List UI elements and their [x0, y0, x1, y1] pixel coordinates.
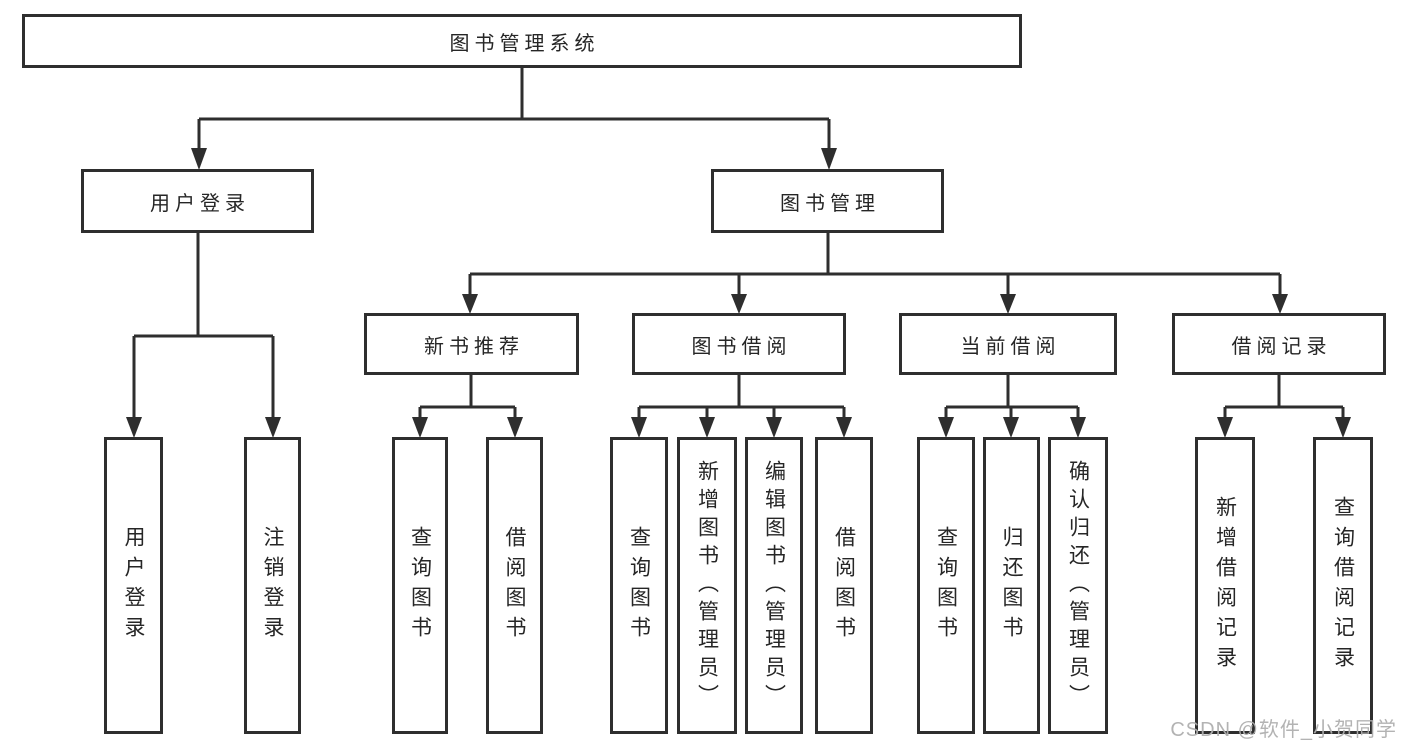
leaf-label: 查询图书: [934, 525, 958, 646]
leaf-add-book-admin: 新增图书（管理员）: [677, 437, 737, 734]
node-book-borrow: 图书借阅: [632, 313, 846, 375]
leaf-label: 归还图书: [1000, 525, 1023, 646]
leaf-return-book: 归还图书: [983, 437, 1040, 734]
leaf-label: 查询图书: [627, 525, 651, 646]
node-borrow-records: 借阅记录: [1172, 313, 1386, 375]
leaf-query-book-recommend: 查询图书: [392, 437, 448, 734]
leaf-label: 注销登录: [261, 525, 284, 646]
leaf-label: 借阅图书: [503, 525, 526, 646]
leaf-user-login: 用户登录: [104, 437, 163, 734]
leaf-label: 确认归还（管理员）: [1066, 459, 1090, 712]
node-new-book-recommend: 新书推荐: [364, 313, 579, 375]
node-root-system: 图书管理系统: [22, 14, 1022, 68]
node-book-management: 图书管理: [711, 169, 944, 233]
leaf-borrow-book: 借阅图书: [815, 437, 873, 734]
leaf-label: 查询借阅记录: [1331, 495, 1355, 676]
leaf-label: 用户登录: [122, 525, 145, 646]
leaf-edit-book-admin: 编辑图书（管理员）: [745, 437, 803, 734]
node-user-login: 用户登录: [81, 169, 314, 233]
leaf-logout: 注销登录: [244, 437, 301, 734]
arrowhead-icons: [126, 148, 1351, 438]
leaf-query-book-borrow: 查询图书: [610, 437, 668, 734]
leaf-label: 查询图书: [408, 525, 432, 646]
leaf-add-borrow-record: 新增借阅记录: [1195, 437, 1255, 734]
node-current-borrow: 当前借阅: [899, 313, 1117, 375]
leaf-query-borrow-record: 查询借阅记录: [1313, 437, 1373, 734]
leaf-label: 新增图书（管理员）: [695, 459, 719, 712]
leaf-query-book-current: 查询图书: [917, 437, 975, 734]
leaf-label: 新增借阅记录: [1213, 495, 1237, 676]
leaf-label: 编辑图书（管理员）: [762, 459, 786, 712]
leaf-label: 借阅图书: [832, 525, 856, 646]
leaf-confirm-return-admin: 确认归还（管理员）: [1048, 437, 1108, 734]
leaf-borrow-book-recommend: 借阅图书: [486, 437, 543, 734]
